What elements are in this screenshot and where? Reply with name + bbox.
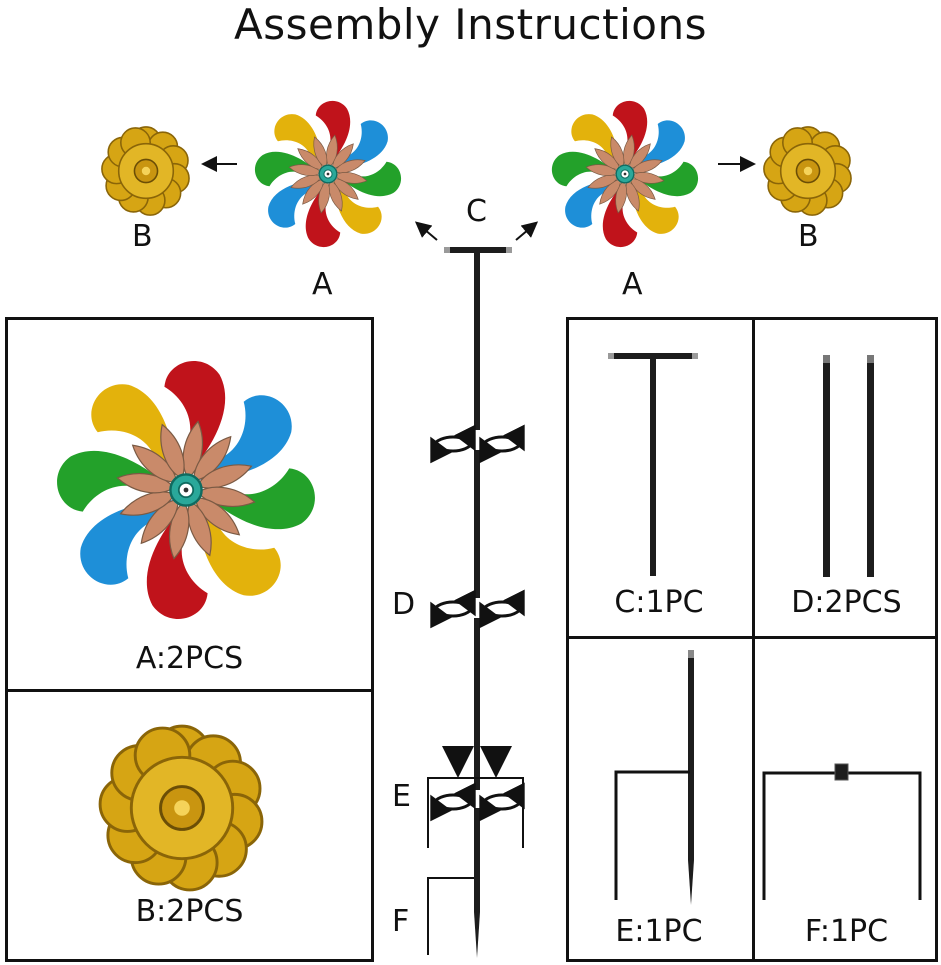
divider-left xyxy=(5,689,374,692)
e-frame-center xyxy=(427,777,524,848)
label-b-left: B xyxy=(132,219,153,254)
twist-arrows-1 xyxy=(433,437,473,451)
rosette-large xyxy=(98,724,264,892)
parts-box-left xyxy=(5,317,374,962)
label-a-right: A xyxy=(622,267,643,302)
caption-e: E:1PC xyxy=(615,914,703,949)
caption-c: C:1PC xyxy=(614,585,704,620)
caption-d: D:2PCS xyxy=(791,585,902,620)
label-a-left: A xyxy=(312,267,333,302)
pinwheel-top-right xyxy=(552,101,698,247)
twist-arrows-3 xyxy=(433,795,473,809)
caption-f: F:1PC xyxy=(804,914,889,949)
caption-b: B:2PCS xyxy=(135,894,244,929)
part-f-frame xyxy=(762,763,922,900)
part-c-tpole xyxy=(608,353,698,576)
label-e-center: E xyxy=(392,779,411,814)
part-d-rods xyxy=(823,355,874,577)
divider-right-v xyxy=(752,317,755,962)
rosette-top-left xyxy=(101,126,190,216)
f-leg-center xyxy=(427,877,474,955)
pinwheel-large xyxy=(57,361,315,619)
assembled-pole xyxy=(444,247,512,958)
page-title: Assembly Instructions xyxy=(234,0,707,49)
pinwheel-top-left xyxy=(255,101,401,247)
label-d-center: D xyxy=(392,587,416,622)
label-c-top: C xyxy=(466,194,487,229)
rosette-top-right xyxy=(763,126,852,216)
part-e-stake xyxy=(614,650,694,905)
twist-arrows-2 xyxy=(433,602,473,616)
arrow-c-to-right xyxy=(515,221,539,241)
arrow-c-to-left xyxy=(414,221,438,241)
caption-a: A:2PCS xyxy=(135,641,244,676)
label-f-center: F xyxy=(392,904,410,939)
label-b-right: B xyxy=(798,219,819,254)
